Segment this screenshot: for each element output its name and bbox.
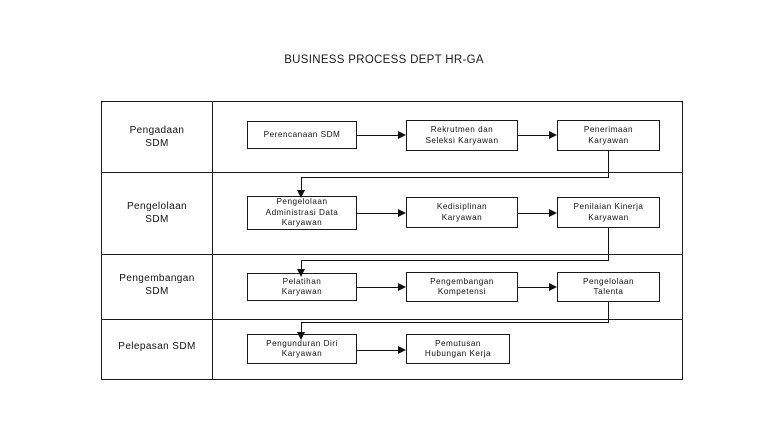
- row-label-line2: SDM: [145, 214, 169, 225]
- connector-r2-s1-s2: [357, 213, 401, 214]
- connector-r2-r3-left: [301, 260, 609, 261]
- connector-r1-r2-down: [608, 151, 609, 178]
- row-divider-2: [101, 254, 683, 255]
- arrowhead-r1-r2: [296, 190, 305, 198]
- row-label-line1: Pengelolaan: [126, 201, 187, 212]
- row-label-line1: Pelepasan SDM: [118, 341, 196, 352]
- row-divider-3: [101, 319, 683, 320]
- row-label-pelepasan-sdm: Pelepasan SDM: [103, 340, 211, 353]
- matrix-frame: [101, 101, 683, 380]
- connector-r1-s1-s2: [357, 135, 401, 136]
- arrowhead-r1-s2-s3: [549, 130, 557, 139]
- arrowhead-r2-s2-s3: [549, 208, 557, 217]
- connector-r1-s2-s3: [518, 135, 552, 136]
- row-label-line2: SDM: [145, 286, 169, 297]
- connector-r3-r4-left: [301, 322, 609, 323]
- row-divider-1: [101, 172, 683, 173]
- connector-r1-r2-drop: [301, 177, 302, 193]
- row-label-line1: Pengadaan: [129, 125, 185, 136]
- connector-r2-r3-drop: [301, 260, 302, 272]
- connector-r1-r2-left: [301, 177, 609, 178]
- connector-r3-r4-drop: [301, 322, 302, 335]
- row-label-line2: SDM: [145, 138, 169, 149]
- arrowhead-r1-s1-s2: [398, 130, 406, 139]
- arrowhead-r3-s1-s2: [398, 282, 406, 291]
- connector-r2-r3-down: [608, 228, 609, 261]
- page-title: BUSINESS PROCESS DEPT HR-GA: [284, 54, 484, 66]
- arrowhead-r2-s1-s2: [398, 208, 406, 217]
- row-label-pengelolaan-sdm: Pengelolaan SDM: [103, 200, 211, 226]
- connector-r4-s1-s2: [357, 350, 401, 351]
- arrowhead-r3-s2-s3: [549, 282, 557, 291]
- arrowhead-r4-s1-s2: [398, 345, 406, 354]
- connector-r3-r4-down: [608, 302, 609, 323]
- arrowhead-r2-r3: [296, 269, 305, 277]
- connector-r2-s2-s3: [518, 213, 552, 214]
- row-label-pengembangan-sdm: Pengembangan SDM: [103, 272, 211, 298]
- process-box-perencanaan-sdm[interactable]: Perencanaan SDM: [247, 121, 357, 149]
- row-label-pengadaan-sdm: Pengadaan SDM: [103, 124, 211, 150]
- connector-r3-s2-s3: [518, 287, 552, 288]
- arrowhead-r3-r4: [296, 332, 305, 340]
- row-label-line1: Pengembangan: [119, 273, 195, 284]
- column-divider: [212, 101, 213, 380]
- connector-r3-s1-s2: [357, 287, 401, 288]
